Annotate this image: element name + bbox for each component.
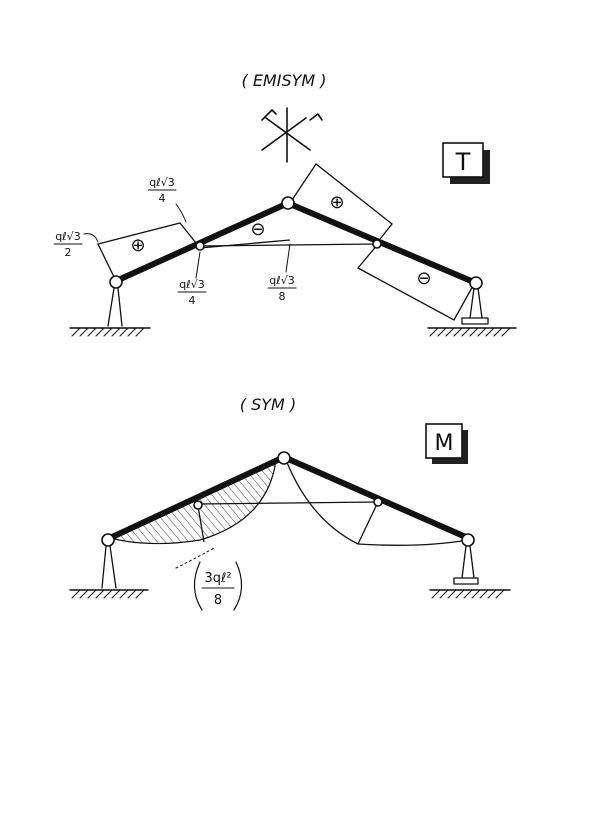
bottom-tie-chord — [197, 501, 379, 505]
bottom-moment-label: 3qℓ² 8 — [175, 547, 243, 611]
top-label-q2: qℓ√3 4 — [147, 176, 187, 223]
top-left-support — [107, 287, 123, 327]
top-label-q3-den: 4 — [189, 294, 196, 307]
top-left-hinge — [109, 275, 123, 289]
top-label-q1-den: 2 — [65, 246, 72, 259]
bottom-right-hinge — [461, 533, 475, 547]
bottom-moment-num: 3qℓ² — [204, 571, 231, 586]
top-right-support — [461, 287, 489, 325]
moment-stamp-letter: M — [435, 431, 454, 456]
shear-stamp-box: T — [442, 142, 490, 184]
bottom-case-label-text: ( SYM ) — [240, 395, 296, 414]
top-right-tie-joint — [372, 239, 382, 249]
bottom-right-hanger — [357, 501, 379, 545]
top-label-q2-num: qℓ√3 — [149, 176, 175, 189]
bottom-left-hanger — [197, 505, 205, 543]
top-label-q3: qℓ√3 4 — [177, 251, 207, 307]
top-left-tie-joint — [195, 241, 205, 251]
top-label-q4-num: qℓ√3 — [269, 274, 295, 287]
top-label-q1-num: qℓ√3 — [55, 230, 81, 243]
top-ground-left — [69, 327, 151, 337]
top-label-q4: qℓ√3 8 — [267, 243, 297, 303]
top-shear-right-plus — [289, 163, 393, 245]
bottom-left-support — [101, 545, 117, 589]
bottom-moment-den: 8 — [214, 593, 222, 608]
top-case-label: ( EMISYM ) — [241, 71, 326, 90]
top-shear-right-minus — [356, 243, 475, 321]
top-sign-plus-left: ⊕ — [130, 235, 145, 256]
top-label-q2-den: 4 — [159, 192, 166, 205]
bottom-ground-left — [69, 589, 149, 599]
top-tie-chord — [199, 239, 377, 249]
top-case-label-text: ( EMISYM ) — [241, 71, 326, 90]
top-label-q3-num: qℓ√3 — [179, 278, 205, 291]
bottom-right-tie-joint — [373, 497, 383, 507]
top-diagram: ( EMISYM ) T — [53, 71, 517, 337]
top-label-q4-den: 8 — [279, 290, 286, 303]
top-shear-left-plus — [97, 222, 197, 282]
bottom-right-support — [453, 545, 479, 585]
top-ground-right — [427, 327, 517, 337]
bottom-diagram: ( SYM ) M — [69, 395, 511, 611]
bottom-apex-hinge — [277, 451, 291, 465]
bottom-left-tie-joint — [193, 500, 203, 510]
shear-stamp-letter: T — [455, 148, 471, 176]
hammer-pick-symbol-icon — [261, 107, 323, 163]
top-sign-minus-mid: ⊖ — [250, 219, 265, 240]
top-right-hinge — [469, 276, 483, 290]
moment-stamp-box: M — [425, 423, 468, 464]
bottom-ground-right — [429, 589, 511, 599]
top-label-q1: qℓ√3 2 — [53, 230, 99, 259]
top-apex-hinge — [281, 196, 295, 210]
bottom-left-hinge — [101, 533, 115, 547]
top-sign-plus-right: ⊕ — [329, 192, 344, 213]
top-sign-minus-right: ⊖ — [416, 268, 431, 289]
